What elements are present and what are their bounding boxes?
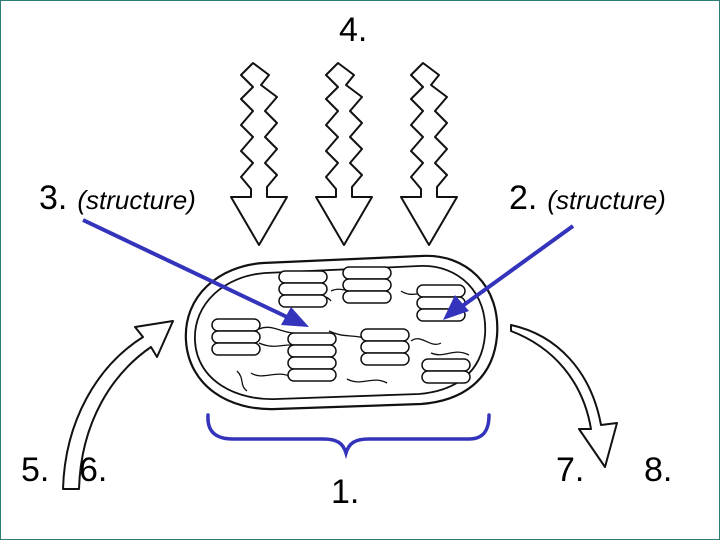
label-3-group: 3. (structure) — [39, 181, 196, 215]
output-curved-arrow — [510, 324, 618, 468]
granum-5 — [360, 328, 410, 366]
label-3-note: (structure) — [77, 185, 196, 215]
label-1: 1. — [331, 473, 360, 511]
label-2-group: 2. (structure) — [509, 181, 666, 215]
granum-7 — [421, 358, 471, 384]
pointer-arrowhead-2 — [443, 295, 469, 320]
label-2: 2. — [509, 179, 538, 217]
stroma-brace — [206, 413, 491, 460]
label-7: 7. — [556, 451, 585, 489]
label-5: 5. — [21, 451, 50, 489]
label-8: 8. — [644, 451, 673, 489]
chloroplast — [184, 254, 499, 411]
pointer-arrow-3 — [82, 218, 288, 319]
granum-3 — [211, 318, 261, 356]
input-curved-arrow — [62, 320, 174, 490]
label-6: 6. — [79, 451, 108, 489]
light-ray-arrow-middle — [315, 62, 373, 246]
granum-4 — [287, 332, 337, 382]
pointer-arrowhead-3 — [281, 307, 309, 327]
pointer-arrows — [82, 218, 575, 327]
label-3: 3. — [39, 179, 68, 217]
pointer-arrow-2 — [459, 224, 575, 309]
label-4: 4. — [339, 11, 368, 49]
light-ray-arrow-left — [230, 62, 288, 246]
light-rays — [230, 62, 458, 246]
light-ray-arrow-right — [400, 62, 458, 246]
label-2-note: (structure) — [547, 185, 666, 215]
granum-2 — [342, 266, 392, 304]
inner-membrane — [194, 265, 486, 400]
granum-1 — [278, 270, 328, 308]
